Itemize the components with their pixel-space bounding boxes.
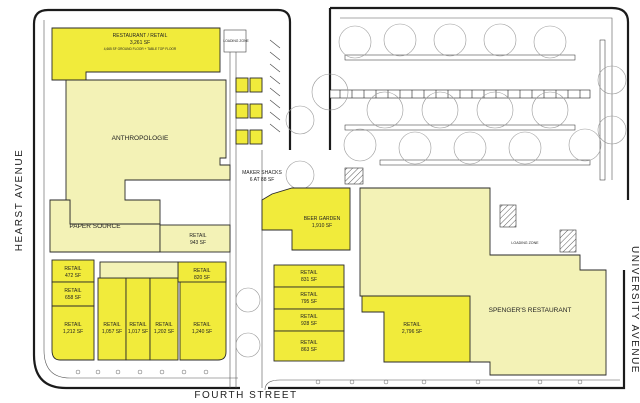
unit-area: 1,910 SF — [312, 223, 332, 229]
unit-label: RESTAURANT / RETAIL — [113, 33, 168, 39]
unit-label: RETAIL — [129, 322, 146, 328]
street-label-hearst: HEARST AVENUE — [14, 149, 25, 252]
unit-label: RETAIL — [155, 322, 172, 328]
parking-row-5 — [599, 39, 606, 181]
unit-area: 863 SF — [301, 347, 317, 353]
parking-lot — [235, 23, 627, 358]
unit-area: 1,202 SF — [154, 329, 174, 335]
street-label-fourth: FOURTH STREET — [194, 390, 297, 401]
parking-row-4 — [379, 159, 591, 166]
unit-restaurant-retail-top: RESTAURANT / RETAIL 3,261 SF 4,665 SF GR… — [51, 27, 221, 81]
unit-label: RETAIL — [64, 266, 81, 272]
unit-area: 928 SF — [301, 321, 317, 327]
unit-area: 1,212 SF — [63, 329, 83, 335]
unit-retail-1057: RETAIL 1,057 SF — [97, 277, 127, 361]
unit-area: 658 SF — [65, 295, 81, 301]
unit-area: 1,057 SF — [102, 329, 122, 335]
unit-area: 472 SF — [65, 273, 81, 279]
unit-retail-1240: RETAIL 1,240 SF — [179, 277, 227, 361]
street-label-university: UNIVERSITY AVENUE — [629, 246, 640, 374]
unit-retail-820: RETAIL 820 SF — [177, 261, 227, 283]
loading-zone-north: LOADING ZONE — [223, 29, 250, 53]
unit-retail-1212: RETAIL 1,212 SF — [51, 305, 95, 361]
unit-label: MAKER SHACKS — [242, 170, 282, 176]
service-area-2 — [499, 204, 517, 228]
unit-retail-863: RETAIL 863 SF — [273, 330, 345, 362]
unit-beer-garden: BEER GARDEN 1,910 SF — [261, 187, 351, 251]
unit-label: RETAIL — [300, 340, 317, 346]
parking-row-3 — [344, 124, 576, 131]
street-markers — [75, 369, 583, 385]
unit-area: 2,796 SF — [402, 329, 422, 335]
trees — [235, 23, 627, 358]
unit-label: RETAIL — [193, 268, 210, 274]
unit-area: 795 SF — [301, 299, 317, 305]
unit-retail-831: RETAIL 831 SF — [273, 264, 345, 288]
unit-area: 1,240 SF — [192, 329, 212, 335]
unit-area: 820 SF — [194, 275, 210, 281]
unit-area: 943 SF — [190, 240, 206, 246]
unit-retail-1202: RETAIL 1,202 SF — [149, 277, 179, 361]
unit-label: RETAIL — [189, 233, 206, 239]
service-area-1 — [344, 167, 364, 185]
unit-maker-shacks: MAKER SHACKS 6 AT 88 SF — [235, 77, 283, 183]
loading-zone-label: LOADING ZONE — [511, 241, 539, 245]
unit-label: RETAIL — [300, 270, 317, 276]
unit-area: 3,261 SF — [130, 40, 150, 46]
unit-retail-472: RETAIL 472 SF — [51, 259, 95, 283]
unit-retail-1017: RETAIL 1,017 SF — [125, 277, 151, 361]
service-area-3 — [559, 229, 577, 253]
unit-retail-658: RETAIL 658 SF — [51, 281, 95, 307]
unit-area: 6 AT 88 SF — [250, 177, 275, 183]
unit-label: RETAIL — [64, 322, 81, 328]
unit-label: RETAIL — [300, 314, 317, 320]
unit-label: PAPER SOURCE — [69, 223, 121, 230]
unit-anthropologie: ANTHROPOLOGIE — [65, 79, 231, 225]
unit-label: RETAIL — [103, 322, 120, 328]
unit-area: 831 SF — [301, 277, 317, 283]
unit-note: 4,665 SF GROUND FLOOR + TABLE TOP FLOOR — [104, 47, 177, 51]
unit-label: BEER GARDEN — [304, 216, 341, 222]
site-boundaries — [32, 6, 630, 391]
unit-paper-source: PAPER SOURCE — [49, 199, 161, 253]
unit-label: SPENGER'S RESTAURANT — [489, 307, 572, 314]
unit-label: ANTHROPOLOGIE — [112, 135, 169, 142]
loading-zone-label: LOADING ZONE — [223, 39, 249, 43]
arcade-west — [99, 261, 179, 279]
unit-label: RETAIL — [193, 322, 210, 328]
unit-label: RETAIL — [64, 288, 81, 294]
unit-retail-943: RETAIL 943 SF — [159, 224, 231, 253]
unit-retail-2796: RETAIL 2,796 SF — [361, 295, 471, 363]
parking-row-2 — [344, 54, 576, 61]
unit-retail-795: RETAIL 795 SF — [273, 286, 345, 310]
unit-label: RETAIL — [403, 322, 420, 328]
unit-label: RETAIL — [300, 292, 317, 298]
unit-retail-928: RETAIL 928 SF — [273, 308, 345, 332]
unit-area: 1,017 SF — [128, 329, 148, 335]
